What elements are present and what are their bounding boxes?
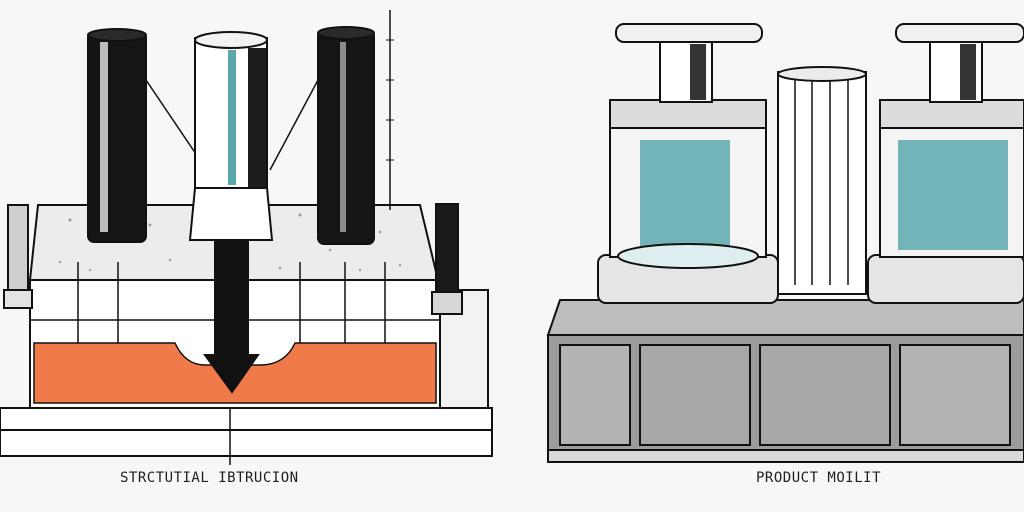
- left-small-rod-base: [3, 289, 33, 309]
- right-structure: [546, 23, 1024, 463]
- left-base-plate-top: [0, 407, 493, 431]
- right-right-cap: [895, 23, 1024, 43]
- central-nozzle-taper: [188, 187, 274, 241]
- right-cylinder-highlight: [340, 42, 346, 232]
- central-nozzle-body: [214, 239, 249, 356]
- right-right-teal-fill: [898, 140, 1008, 250]
- right-small-rod-base: [431, 291, 463, 315]
- left-structure: [0, 10, 493, 465]
- right-middle-tube: [777, 71, 867, 295]
- right-housing-footer: [547, 449, 1024, 463]
- left-small-rod: [7, 204, 29, 296]
- right-small-rod: [435, 203, 459, 297]
- structural-caption: STRCTUTIAL IBTRUCION: [120, 470, 299, 486]
- central-nozzle-tip: [203, 354, 260, 394]
- right-left-teal-fill: [640, 140, 730, 250]
- right-left-shaft-dark: [690, 44, 706, 100]
- left-connector-line: [145, 79, 201, 161]
- left-guide-lines: [77, 262, 386, 345]
- right-left-cap: [615, 23, 763, 43]
- central-barrel-cap: [194, 31, 268, 49]
- left-black-cylinder: [87, 31, 147, 243]
- right-middle-tube-top: [777, 66, 867, 82]
- right-left-chamber-base: [617, 243, 759, 269]
- right-left-chamber-top: [609, 99, 767, 129]
- right-connector-line: [269, 79, 319, 171]
- right-housing-panels: [559, 344, 1011, 446]
- right-right-shaft-dark: [960, 44, 976, 100]
- left-base-plate-bottom: [0, 429, 493, 457]
- left-cylinder-highlight: [100, 42, 108, 232]
- central-barrel-teal-stripe: [228, 50, 236, 185]
- measurement-ticks: [386, 39, 394, 161]
- right-right-unit-ring: [867, 254, 1024, 304]
- left-cylinder-cap: [87, 28, 147, 42]
- product-caption: PRODUCT MOILIT: [756, 470, 882, 486]
- right-cylinder-cap: [317, 26, 375, 40]
- central-barrel-dark-side: [248, 48, 266, 188]
- right-base-housing-top: [546, 299, 1024, 336]
- right-middle-tube-stripes: [794, 80, 849, 285]
- right-right-chamber-top: [879, 99, 1024, 129]
